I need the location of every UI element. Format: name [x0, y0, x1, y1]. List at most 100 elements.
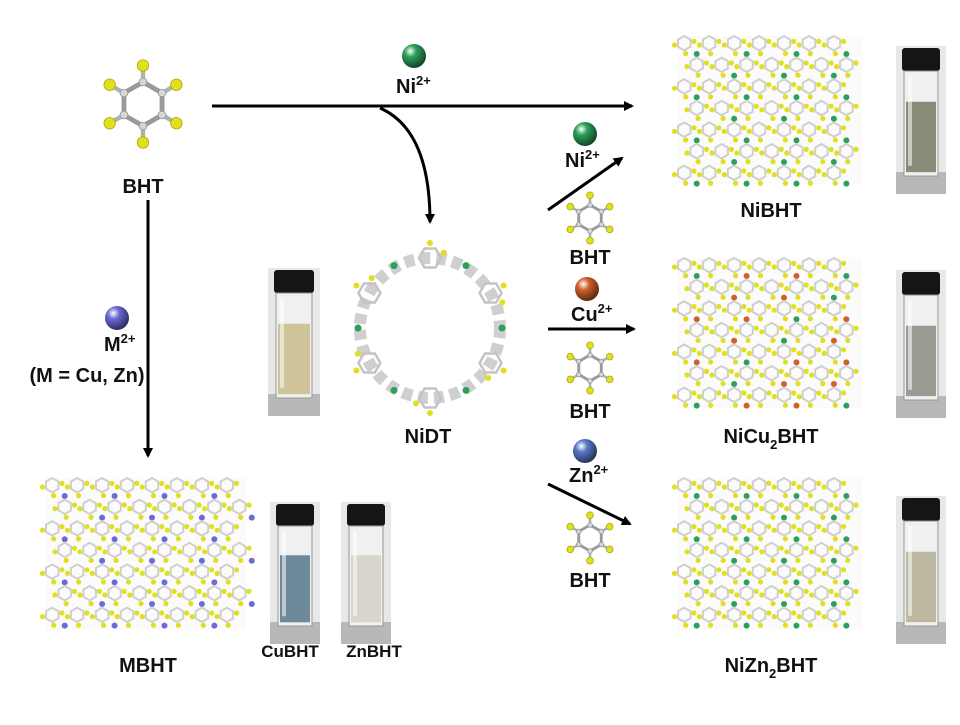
molecules: [103, 59, 614, 565]
cu-ion-label: Cu2+: [571, 301, 613, 326]
sulfur-atom: [605, 522, 614, 531]
sulfur-atom: [605, 352, 614, 361]
bht-molecule-top: [103, 59, 183, 149]
sulfur-atom: [586, 191, 594, 200]
carbon-atom: [138, 77, 148, 87]
sulfur-atom: [605, 545, 614, 554]
carbon-atom: [576, 221, 582, 228]
carbon-atom: [576, 541, 582, 548]
sulfur-atom: [566, 375, 575, 384]
vial-nicu2bht: [896, 270, 946, 418]
vial-znbht: [341, 502, 391, 644]
ni-ion-sphere-top: [402, 44, 426, 68]
nidt-ring: [353, 240, 507, 416]
sulfur-atom: [586, 236, 594, 245]
carbon-atom: [587, 522, 593, 528]
vial-cap: [902, 498, 940, 522]
carbon-atom: [598, 358, 604, 365]
sulfur-atom: [605, 225, 614, 234]
sulfur-atom: [566, 225, 575, 234]
ions: [105, 44, 599, 463]
sulfur-atom: [566, 352, 575, 361]
vial-nidt: [268, 268, 320, 416]
sulfur-atom: [605, 202, 614, 211]
sulfur-atom: [605, 375, 614, 384]
arrow-nidt-to-nizn2bht: [547, 482, 632, 526]
vial-cap: [347, 504, 385, 526]
bht-molecule-2: [566, 341, 614, 395]
sulfur-atom: [136, 59, 150, 72]
sulfur-atom: [586, 386, 594, 395]
sulfur-atom: [170, 117, 183, 130]
ni-ion-label-top: Ni2+: [396, 73, 431, 98]
carbon-atom: [119, 88, 129, 98]
bht-molecule-1: [566, 191, 614, 245]
sulfur-atom: [566, 202, 575, 211]
lattices: [39, 34, 862, 630]
carbon-atom: [598, 221, 604, 228]
ni-ion-sphere-mid: [573, 122, 597, 146]
arrow-nidt-to-nibht: [547, 156, 624, 212]
arrow-bht-to-nidt: [379, 106, 435, 224]
vial-nibht: [896, 46, 946, 194]
carbon-atom: [598, 208, 604, 215]
carbon-atom: [576, 371, 582, 378]
nizn2bht-sheet: [671, 476, 862, 630]
bht-molecule-3: [566, 511, 614, 565]
carbon-atom: [587, 228, 593, 234]
vial-cap: [276, 504, 314, 526]
sulfur-atom: [136, 136, 150, 149]
carbon-atom: [576, 528, 582, 535]
zn-ion-label: Zn2+: [569, 462, 609, 487]
nicu2bht-label: NiCu2BHT: [723, 426, 819, 452]
sulfur-atom: [586, 556, 594, 565]
vial-cap: [902, 48, 940, 72]
zn-ion-sphere: [573, 439, 597, 463]
sulfur-atom: [586, 341, 594, 350]
cu-ion-sphere: [575, 277, 599, 301]
mbht-label: MBHT: [119, 655, 177, 677]
carbon-atom: [598, 371, 604, 378]
bht-label: BHT: [122, 176, 164, 198]
bht-label-1: BHT: [569, 247, 611, 269]
vial-nizn2bht: [896, 496, 946, 644]
carbon-atom: [157, 88, 167, 98]
nibht-sheet: [671, 34, 862, 187]
sulfur-atom: [566, 545, 575, 554]
bht-label-3: BHT: [569, 570, 611, 592]
m-ion-label: M2+: [104, 331, 136, 356]
m-ion-sphere: [105, 306, 129, 330]
ni-ion-label-mid: Ni2+: [565, 147, 600, 172]
arrows: [143, 101, 636, 526]
mbht-sheet: [39, 476, 255, 630]
vial-cap: [902, 272, 940, 296]
carbon-atom: [576, 208, 582, 215]
vial-cubht: [270, 502, 320, 644]
nicu2bht-sheet: [671, 256, 862, 409]
carbon-atom: [587, 202, 593, 208]
vial-cap: [274, 270, 314, 294]
bht-label-2: BHT: [569, 401, 611, 423]
vials: [268, 46, 946, 644]
nidt-label: NiDT: [404, 426, 452, 448]
sulfur-atom: [103, 78, 116, 91]
sulfur-atom: [586, 511, 594, 520]
carbon-atom: [119, 110, 129, 120]
carbon-atom: [157, 110, 167, 120]
nibht-label: NiBHT: [740, 200, 802, 222]
carbon-atom: [138, 121, 148, 131]
nizn2bht-label: NiZn2BHT: [724, 655, 818, 681]
sulfur-atom: [103, 117, 116, 130]
carbon-atom: [598, 528, 604, 535]
carbon-atom: [576, 358, 582, 365]
sulfur-atom: [170, 78, 183, 91]
carbon-atom: [587, 548, 593, 554]
sulfur-atom: [566, 522, 575, 531]
znbht-label: ZnBHT: [346, 642, 402, 661]
cubht-label: CuBHT: [261, 642, 319, 661]
carbon-atom: [587, 352, 593, 358]
carbon-atom: [598, 541, 604, 548]
carbon-atom: [587, 378, 593, 384]
